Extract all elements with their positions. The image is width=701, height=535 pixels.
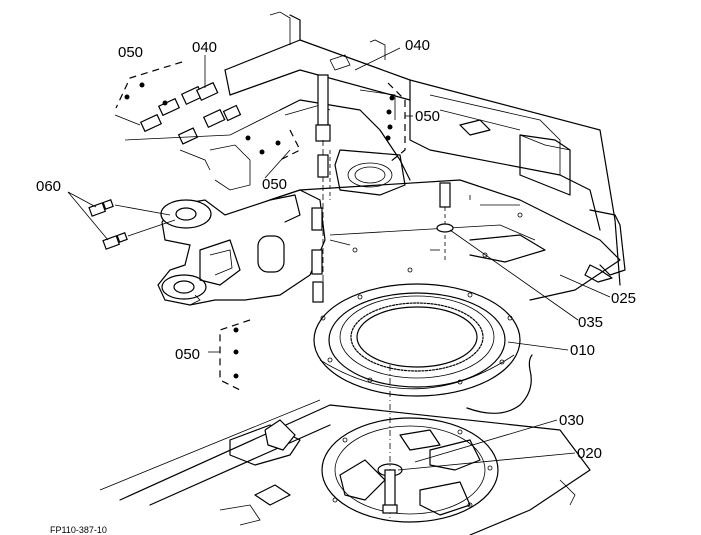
callout-040-left: 040: [192, 39, 217, 56]
assembly-dots: [124, 82, 395, 379]
callout-050-mid: 050: [262, 176, 287, 193]
fittings-group-top-left: [114, 81, 281, 145]
hose: [466, 354, 533, 414]
callout-040-right: 040: [405, 37, 430, 54]
callout-050-bottom: 050: [175, 346, 200, 363]
group-box-bottom: [219, 319, 251, 391]
figure-code: FP110-387-10: [50, 525, 107, 535]
callout-020: 020: [577, 445, 602, 462]
callout-050-right: 050: [415, 108, 440, 125]
lower-frame: [99, 399, 591, 535]
center-axis: [382, 182, 454, 520]
side-plate-outline: [179, 144, 251, 191]
swing-bracket: [157, 189, 326, 306]
callout-025: 025: [611, 290, 636, 307]
leader-lines: [67, 47, 611, 471]
callout-060: 060: [36, 178, 61, 195]
grease-nipples-060: [88, 199, 176, 250]
callout-035: 035: [578, 314, 603, 331]
group-box-top-left: [115, 61, 183, 109]
callout-050-top: 050: [118, 44, 143, 61]
swivel-fittings: [311, 74, 331, 303]
upper-frame: [224, 11, 626, 286]
swing-bearing: [313, 283, 521, 397]
callout-030: 030: [559, 412, 584, 429]
group-box-right: [387, 82, 406, 163]
callout-010: 010: [570, 342, 595, 359]
group-box-top-left-lower: [279, 129, 301, 161]
